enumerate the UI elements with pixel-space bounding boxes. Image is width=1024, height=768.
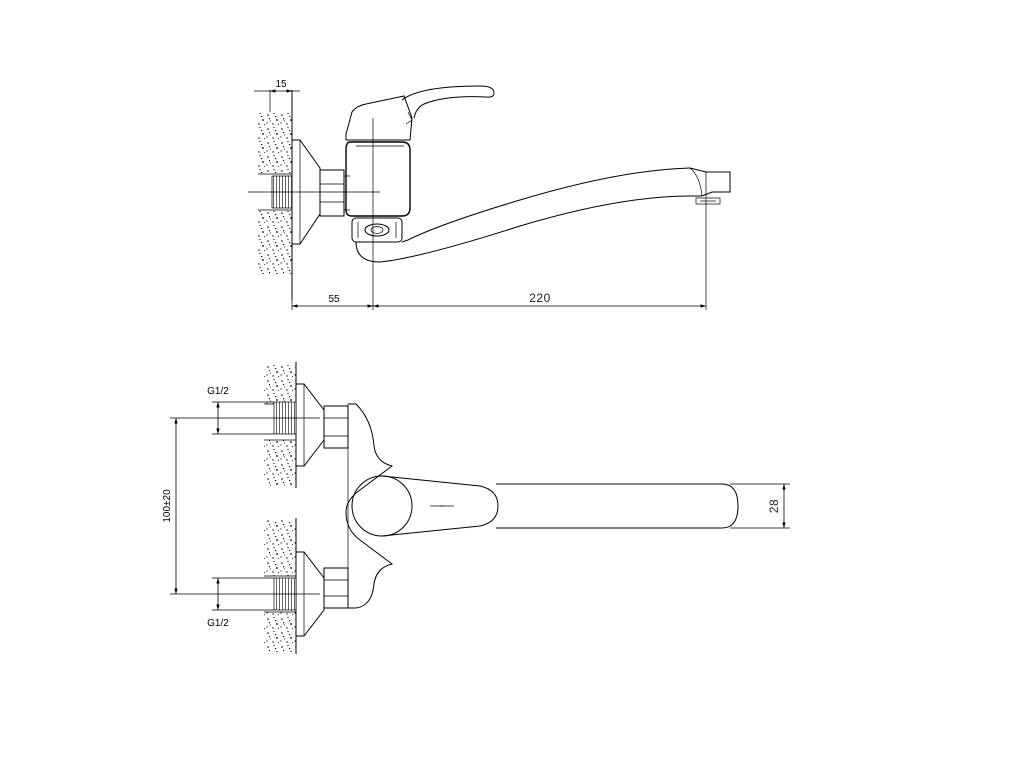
thread-label-top: G1/2: [207, 386, 229, 397]
dim-spout-diameter: 28: [767, 484, 786, 528]
mixer-body-top: [345, 403, 394, 609]
wall-section-top-lower: [264, 518, 349, 654]
spout-top: [496, 483, 739, 529]
swivel-ring-side: [351, 217, 403, 243]
mixer-body-side: [345, 141, 411, 217]
dim-label-28: 28: [767, 499, 781, 513]
top-view: 28 G1/2 G1/2 100±20: [162, 362, 790, 654]
body-cap-top: [351, 475, 413, 537]
lever-handle-top: [381, 475, 499, 537]
spout-side: [355, 167, 731, 263]
dim-label-spacing: 100±20: [162, 489, 173, 523]
dim-wall-thickness: 15: [254, 79, 300, 93]
dim-thread-top: G1/2: [207, 386, 320, 435]
dim-reach: 55 220: [292, 291, 706, 308]
side-view: 15 55 220: [248, 79, 731, 310]
dim-label-55: 55: [328, 294, 340, 305]
dim-label-220: 220: [529, 291, 551, 305]
dim-inlet-spacing: 100±20: [162, 417, 226, 595]
union-nut-side: [319, 169, 345, 217]
aerator-side: [695, 197, 721, 205]
lever-handle-side: [401, 85, 495, 119]
dim-label-15: 15: [275, 79, 287, 90]
wall-section-side: [258, 90, 293, 300]
dim-thread-bottom: G1/2: [207, 577, 320, 629]
thread-label-bottom: G1/2: [207, 618, 229, 629]
wall-section-top-upper: [264, 362, 349, 488]
mixer-cap-side: [345, 95, 413, 141]
